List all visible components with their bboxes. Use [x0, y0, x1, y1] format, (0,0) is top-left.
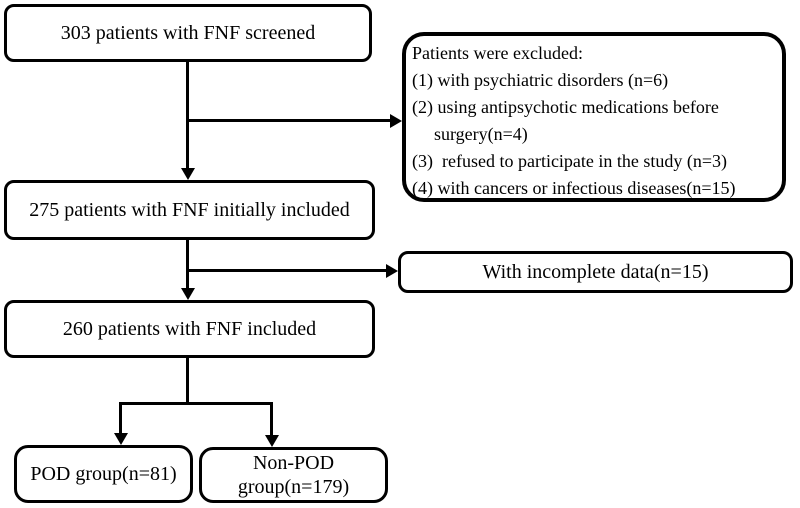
connector-branch-to-exclusion — [186, 119, 390, 122]
box-initially-included-label: 275 patients with FNF initially included — [29, 199, 350, 221]
box-pod-group-label: POD group(n=81) — [30, 463, 177, 485]
arrowhead-down-included-icon — [181, 288, 195, 300]
arrowhead-right-exclusion-icon — [390, 114, 402, 128]
box-incomplete-data: With incomplete data(n=15) — [398, 251, 793, 293]
connector-screened-to-initially — [186, 62, 189, 168]
connector-initially-to-included — [186, 240, 189, 288]
exclusion-title: Patients were excluded: — [412, 43, 583, 63]
exclusion-item-3: (3) refused to participate in the study … — [412, 151, 728, 171]
exclusion-item-2-continued: surgery(n=4) — [434, 124, 528, 144]
box-screened: 303 patients with FNF screened — [4, 4, 372, 62]
arrowhead-down-non-pod-icon — [265, 435, 279, 447]
arrowhead-down-pod-icon — [114, 433, 128, 445]
connector-split-to-non-pod — [270, 402, 273, 435]
box-exclusion-criteria: Patients were excluded: (1) with psychia… — [402, 32, 786, 202]
arrowhead-down-initially-icon — [181, 168, 195, 180]
box-non-pod-group-label: Non-POD group(n=179) — [237, 452, 350, 498]
connector-included-to-split — [186, 358, 189, 405]
box-incomplete-data-label: With incomplete data(n=15) — [482, 261, 709, 283]
exclusion-item-1: (1) with psychiatric disorders (n=6) — [412, 70, 669, 90]
arrowhead-right-incomplete-icon — [386, 264, 398, 278]
connector-split-to-pod — [119, 402, 122, 433]
box-initially-included: 275 patients with FNF initially included — [4, 180, 375, 240]
exclusion-item-4: (4) with cancers or infectious diseases(… — [412, 178, 736, 198]
box-included: 260 patients with FNF included — [4, 300, 375, 358]
box-pod-group: POD group(n=81) — [14, 445, 193, 503]
box-non-pod-group: Non-POD group(n=179) — [199, 447, 388, 503]
box-screened-label: 303 patients with FNF screened — [60, 22, 316, 44]
exclusion-item-2: (2) using antipsychotic medications befo… — [412, 97, 719, 117]
connector-split-horizontal — [119, 402, 273, 405]
box-included-label: 260 patients with FNF included — [62, 318, 317, 340]
connector-branch-to-incomplete — [186, 269, 386, 272]
